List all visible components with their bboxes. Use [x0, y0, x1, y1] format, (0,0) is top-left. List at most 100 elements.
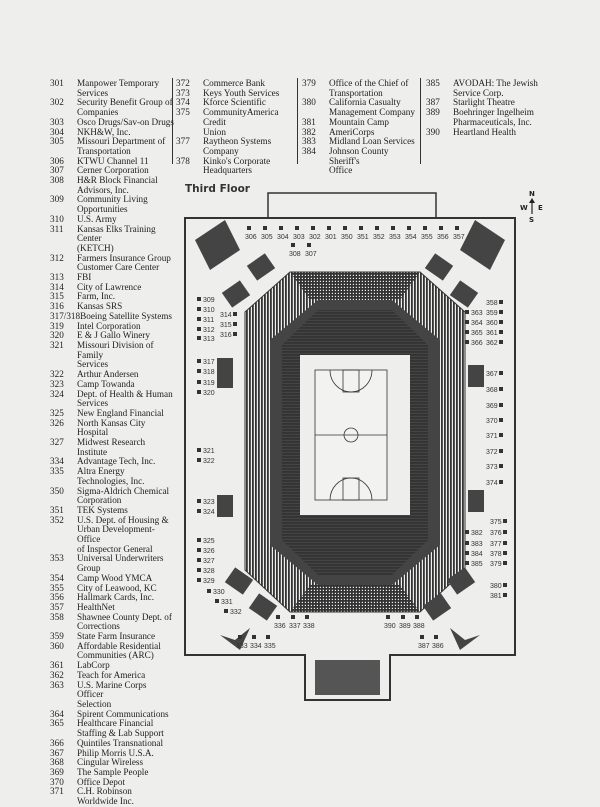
column-divider: [420, 78, 421, 164]
booth-number: 305: [50, 136, 64, 147]
booth-marker: [499, 320, 503, 324]
exhibitor-name: The Sample People: [77, 766, 149, 777]
booth-label: 363: [471, 310, 483, 317]
building-outline: [184, 192, 516, 701]
booth-marker: [407, 226, 411, 230]
booth-number: 375: [176, 107, 190, 118]
booth-number: 387: [426, 97, 440, 108]
booth-marker: [291, 615, 295, 619]
booth-label: 329: [203, 578, 215, 585]
exhibitor-name: E & J Gallo Winery: [77, 330, 150, 341]
booth-number: 366: [50, 737, 64, 748]
exhibitor-entry: 375 CommunityAmerica Credit Union: [176, 107, 296, 137]
booth-marker: [465, 330, 469, 334]
booth-marker: [197, 448, 201, 452]
exhibitor-name: Raytheon Systems Company: [203, 136, 272, 156]
booth-number: 382: [302, 126, 316, 137]
booth-number: 365: [50, 718, 64, 729]
exhibitor-name: Kansas Elks Training Center (KETCH): [77, 223, 156, 253]
booth-number: 321: [50, 339, 64, 350]
booth-marker: [375, 226, 379, 230]
booth-number: 374: [176, 97, 190, 108]
booth-number: 322: [50, 369, 64, 380]
exhibitor-name: Intel Corporation: [77, 320, 141, 331]
booth-marker: [499, 330, 503, 334]
booth-marker: [465, 320, 469, 324]
booth-marker: [499, 449, 503, 453]
floor-title: Third Floor: [185, 183, 250, 195]
exhibitor-name: H&R Block Financial Advisors, Inc.: [77, 175, 158, 195]
booth-number: 326: [50, 417, 64, 428]
exhibitor-name: Advantage Tech, Inc.: [77, 456, 156, 467]
booth-label: 366: [471, 340, 483, 347]
booth-number: 379: [302, 78, 316, 88]
booth-label: 305: [261, 234, 273, 241]
booth-label: 312: [203, 327, 215, 334]
exhibitor-name: Kinko's Corporate Headquarters: [203, 155, 271, 176]
booth-label: 361: [486, 330, 498, 337]
booth-label: 377: [490, 541, 502, 548]
exhibitor-entry: 387 Starlight Theatre: [426, 98, 546, 108]
booth-marker: [499, 403, 503, 407]
booth-label: 338: [303, 623, 315, 630]
booth-marker: [434, 635, 438, 639]
booth-number: 356: [50, 592, 64, 603]
booth-number: 358: [50, 611, 64, 622]
booth-label: 381: [490, 593, 502, 600]
booth-number: 312: [50, 252, 64, 263]
booth-marker: [499, 300, 503, 304]
booth-number: 304: [50, 126, 64, 137]
booth-marker: [503, 583, 507, 587]
booth-label: 376: [490, 530, 502, 537]
booth-label: 335: [264, 643, 276, 650]
booth-marker: [197, 558, 201, 562]
booth-number: 315: [50, 291, 64, 302]
booth-marker: [401, 615, 405, 619]
booth-number: 350: [50, 485, 64, 496]
booth-marker: [197, 297, 201, 301]
booth-number: 303: [50, 116, 64, 127]
booth-label: 386: [432, 643, 444, 650]
booth-number: 363: [50, 679, 64, 690]
booth-number: 310: [50, 213, 64, 224]
booth-number: 383: [302, 136, 316, 147]
exhibitor-name: Hallmark Cards, Inc.: [77, 592, 155, 603]
booth-label: 333: [236, 643, 248, 650]
exhibitor-name: CommunityAmerica Credit Union: [203, 107, 279, 137]
exhibitor-entry: 356 Hallmark Cards, Inc.: [50, 593, 175, 603]
booth-marker: [238, 635, 242, 639]
booth-marker: [197, 578, 201, 582]
booth-number: 301: [50, 78, 64, 88]
booth-marker: [386, 615, 390, 619]
booth-label: 379: [490, 561, 502, 568]
exhibitor-name: Universal Underwriters Group: [77, 553, 164, 574]
booth-label: 309: [203, 297, 215, 304]
exhibitor-name: C.H. Robinson Worldwide Inc.: [77, 786, 134, 807]
exhibitor-name: Starlight Theatre: [453, 97, 515, 108]
exhibitor-name: New England Financial: [77, 407, 164, 418]
booth-marker: [197, 369, 201, 373]
booth-label: 369: [486, 403, 498, 410]
booth-marker: [224, 609, 228, 613]
booth-number: 359: [50, 631, 64, 642]
booth-number: 377: [176, 136, 190, 147]
booth-number: 361: [50, 660, 64, 671]
